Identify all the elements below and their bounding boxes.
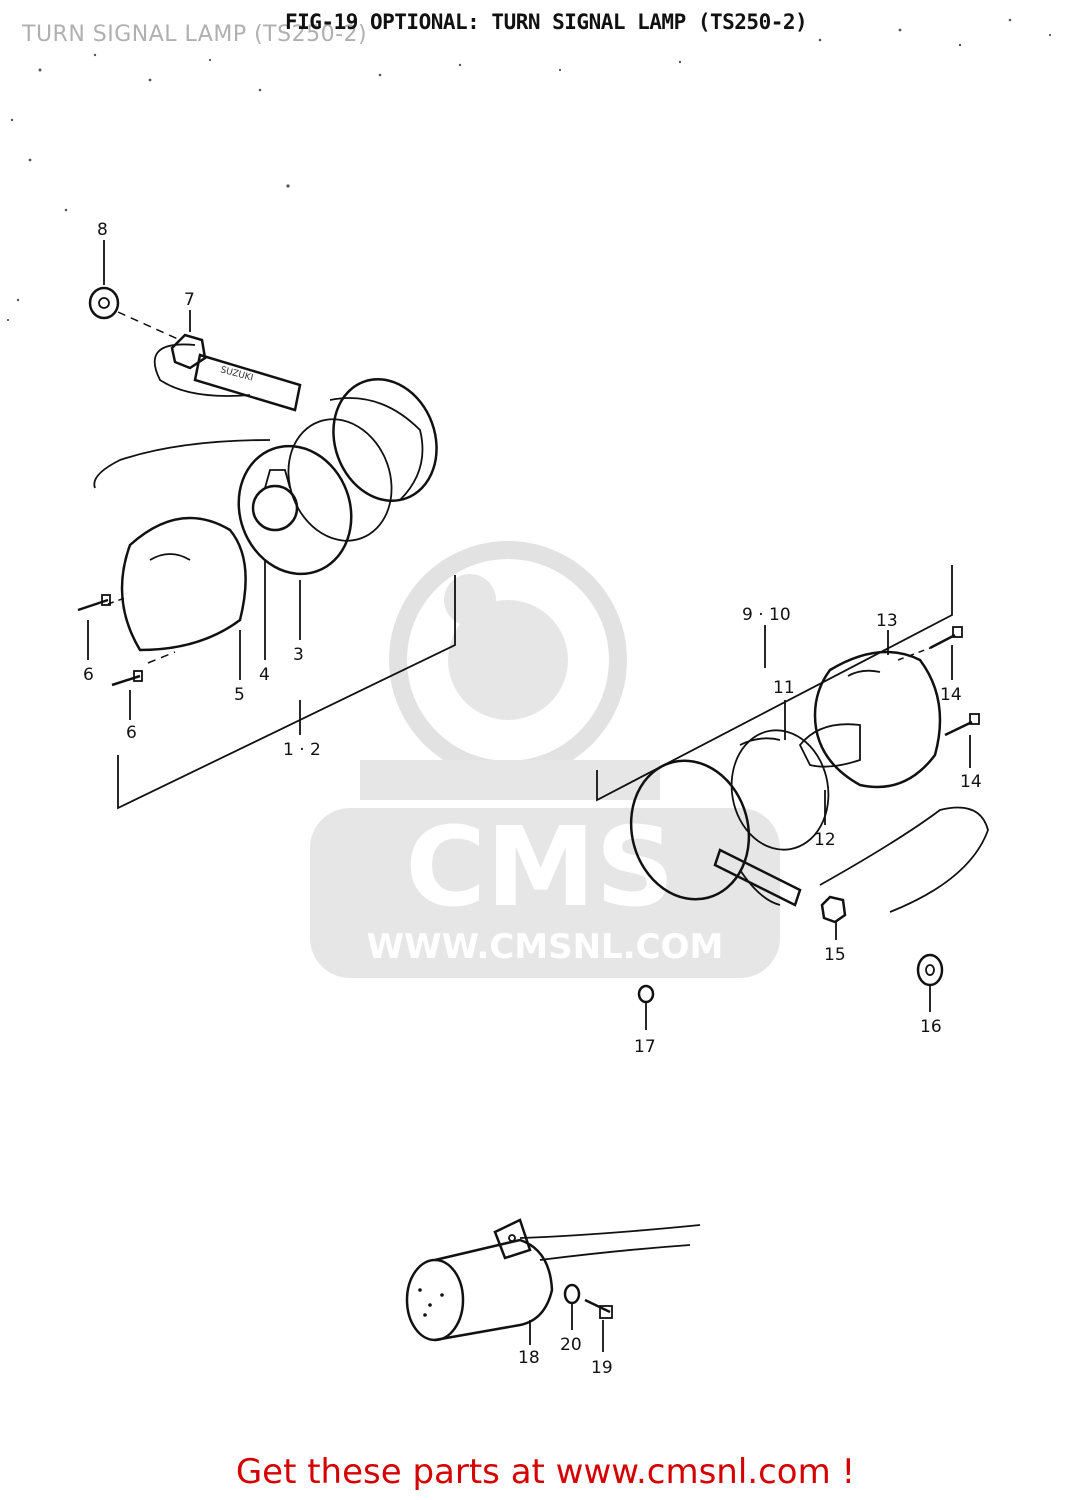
callout-16: 16 xyxy=(920,1017,942,1037)
figure-title: FIG-19 OPTIONAL: TURN SIGNAL LAMP (TS250… xyxy=(285,10,808,34)
scan-noise xyxy=(6,18,1052,322)
callout-6b: 6 xyxy=(126,723,137,743)
footer-promo-text: Get these parts at www.cmsnl.com ! xyxy=(235,1452,856,1492)
cms-watermark: CMS WWW.CMSNL.COM xyxy=(310,541,780,978)
callout-6a: 6 xyxy=(83,665,94,685)
rear-lamp-assembly xyxy=(596,565,989,1004)
flasher-relay xyxy=(405,1218,701,1342)
callout-14a: 14 xyxy=(940,685,962,705)
callout-8: 8 xyxy=(97,220,108,240)
callout-labels: 8 7 3 4 5 6 6 1 · 2 9 · 10 11 12 13 14 1… xyxy=(83,220,982,1378)
watermark-brand: CMS xyxy=(405,803,674,931)
callout-1-2: 1 · 2 xyxy=(283,740,321,760)
callout-3: 3 xyxy=(293,645,304,665)
callout-20: 20 xyxy=(560,1335,582,1355)
callout-5: 5 xyxy=(234,685,245,705)
overlay-title: TURN SIGNAL LAMP (TS250-2) xyxy=(22,22,368,47)
front-lamp-assembly: SUZUKI xyxy=(77,286,456,810)
watermark-url: WWW.CMSNL.COM xyxy=(367,927,724,967)
callout-7: 7 xyxy=(184,290,195,310)
callout-19: 19 xyxy=(591,1358,613,1378)
callout-11: 11 xyxy=(773,678,795,698)
callout-13: 13 xyxy=(876,611,898,631)
callout-15: 15 xyxy=(824,945,846,965)
callout-17: 17 xyxy=(634,1037,656,1057)
callout-4: 4 xyxy=(259,665,270,685)
svg-text:SUZUKI: SUZUKI xyxy=(219,365,254,383)
callout-14b: 14 xyxy=(960,772,982,792)
callout-9-10: 9 · 10 xyxy=(742,605,791,625)
callout-12: 12 xyxy=(814,830,836,850)
leader-lines xyxy=(87,240,971,1352)
callout-18: 18 xyxy=(518,1348,540,1368)
